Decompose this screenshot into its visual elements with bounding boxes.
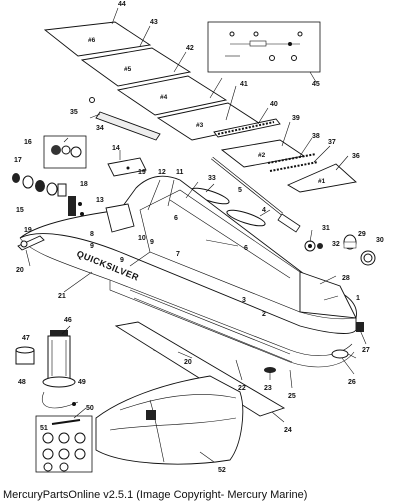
callout-labels: 1 2 3 4 5 6 6 7 8 9 9 9 10 11 12 13 14 1… [14,1,384,474]
callout-34: 34 [96,125,104,132]
callout-12: 12 [158,169,166,176]
callout-1: 1 [356,295,360,302]
callout-22: 22 [238,385,246,392]
callout-23: 23 [264,385,272,392]
tube-4[interactable] [225,207,266,229]
callout-47: 47 [22,335,30,342]
storage-bag[interactable] [95,375,244,465]
copyright-caption: MercuryPartsOnline v2.5.1 (Image Copyrig… [3,489,308,501]
callout-52: 52 [218,467,226,474]
callout-3: 3 [242,297,246,304]
callout-41: 41 [240,81,248,88]
callout-8: 8 [90,231,94,238]
callout-45: 45 [312,81,320,88]
callout-24: 24 [284,427,292,434]
callout-15: 15 [16,207,24,214]
callout-30: 30 [376,237,384,244]
callout-37: 37 [328,139,336,146]
repair-kit[interactable] [35,415,93,473]
floorboard-5[interactable]: #5 [80,47,192,87]
floorboard-label: #3 [196,122,204,129]
callout-17: 17 [14,157,22,164]
cap-30[interactable] [360,250,376,266]
drain-27[interactable] [356,322,364,332]
callout-32: 32 [332,241,340,248]
valve-19b[interactable] [20,240,28,248]
callout-16: 16 [24,139,32,146]
callout-9: 9 [90,243,94,250]
callout-19: 19 [138,169,146,176]
cap-29[interactable] [343,234,357,250]
seat-14[interactable] [107,157,147,177]
callout-20: 20 [16,267,24,274]
valve-assembly-15[interactable] [12,173,67,197]
stringer-37[interactable] [269,161,319,172]
callout-44: 44 [118,1,126,8]
callout-9c: 9 [150,239,154,246]
callout-21: 21 [58,293,66,300]
callout-28: 28 [342,275,350,282]
hardware-kit[interactable] [207,21,321,73]
cap-32[interactable] [317,243,323,249]
transom-board-1[interactable]: #1 [287,163,357,193]
callout-2: 2 [262,311,266,318]
callout-19b: 19 [24,227,32,234]
callout-35: 35 [70,109,78,116]
callout-9b: 9 [120,257,124,264]
callout-46: 46 [64,317,72,324]
callout-48: 48 [18,379,26,386]
callout-20b: 20 [184,359,192,366]
keel-bar[interactable] [95,111,161,141]
callout-5: 5 [238,187,242,194]
callout-7: 7 [176,251,180,258]
oarlock-18[interactable] [68,196,84,216]
floorboard-4[interactable]: #4 [116,75,228,116]
callout-33: 33 [208,175,216,182]
stringer-40[interactable] [213,118,281,138]
callout-6: 6 [244,245,248,252]
floorboard-2[interactable]: #2 [220,139,306,168]
floorboard-label: #1 [318,178,326,185]
callout-40: 40 [270,101,278,108]
floorboard-6[interactable]: #6 [43,21,152,57]
callout-36: 36 [352,153,360,160]
clip-35[interactable] [89,97,95,103]
callout-6b: 6 [174,215,178,222]
foot-pump[interactable] [41,330,79,409]
drain-plug-23[interactable] [264,367,276,373]
pump-adapter-47[interactable] [15,346,35,365]
exploded-parts-diagram: #6 #5 #4 #3 #2 #1 [12,1,384,474]
callout-4: 4 [262,207,266,214]
callout-29: 29 [358,231,366,238]
towing-eye-26[interactable] [331,349,357,359]
callout-13: 13 [96,197,104,204]
valve-31[interactable] [304,240,316,252]
floorboard-label: #2 [258,152,266,159]
callout-26: 26 [348,379,356,386]
callout-49: 49 [78,379,86,386]
stringer-38[interactable] [267,153,317,164]
callout-43: 43 [150,19,158,26]
callout-42: 42 [186,45,194,52]
floorboard-label: #5 [124,66,132,73]
callout-27: 27 [362,347,370,354]
callout-14: 14 [112,145,120,152]
callout-38: 38 [312,133,320,140]
callout-11: 11 [176,169,184,176]
leader-lines [25,7,367,463]
callout-18: 18 [80,181,88,188]
floorboard-label: #6 [88,37,96,44]
callout-39: 39 [292,115,300,122]
callout-50: 50 [86,405,94,412]
seat-13[interactable] [105,203,135,233]
callout-51: 51 [40,425,48,432]
callout-31: 31 [322,225,330,232]
floorboard-label: #4 [160,94,168,101]
oar-33[interactable] [211,156,301,233]
callout-25: 25 [288,393,296,400]
callout-10: 10 [138,235,146,242]
